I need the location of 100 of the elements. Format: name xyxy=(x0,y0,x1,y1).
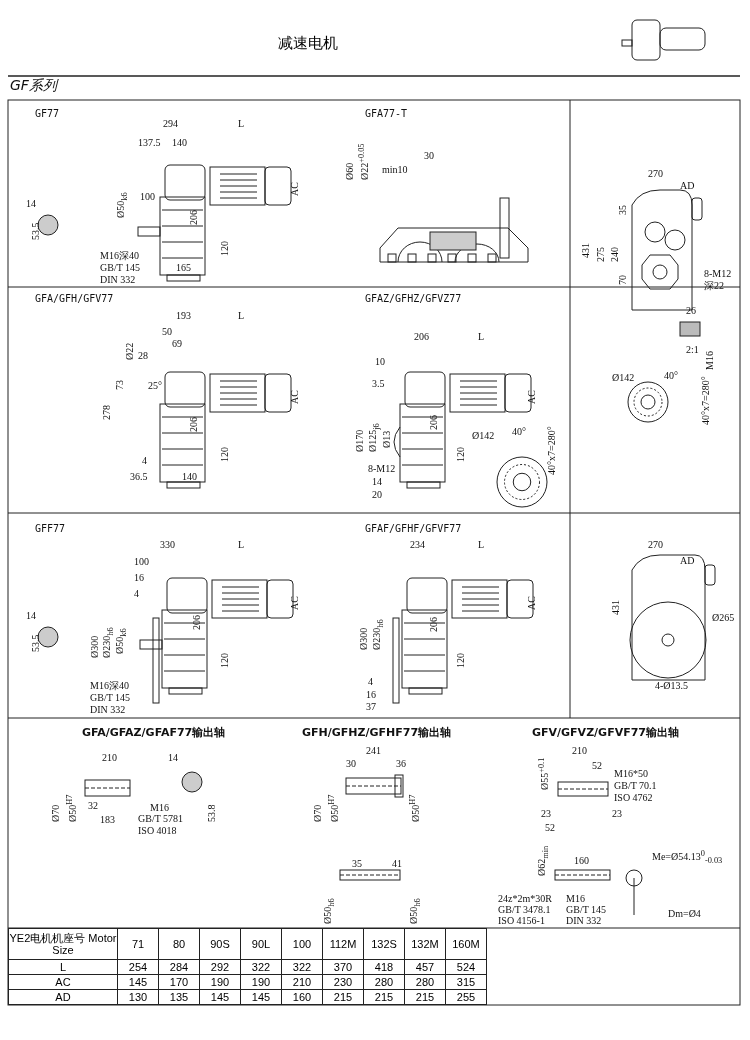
table-cell: 457 xyxy=(404,959,446,975)
view-title: GF77 xyxy=(35,108,60,119)
view-title: GFH/GFHZ/GFHF77输出轴 xyxy=(302,727,452,738)
dimension-label: Ø70 xyxy=(312,804,323,822)
dimension-label: 53.5 xyxy=(30,222,41,240)
view-title: GFA77-T xyxy=(365,108,408,119)
thread-note: GB/T 5781 xyxy=(138,813,184,824)
dimension-label: 183 xyxy=(100,814,115,825)
table-cell: 80 xyxy=(158,928,200,960)
dimension-label: 50 xyxy=(162,326,172,337)
table-cell: 315 xyxy=(445,974,487,990)
table-cell: 132M xyxy=(404,928,446,960)
dimension-label: AD xyxy=(680,180,695,191)
table-cell: 71 xyxy=(117,928,159,960)
dimension-label: 165 xyxy=(176,262,191,273)
table-cell: 322 xyxy=(281,959,323,975)
table-cell: 170 xyxy=(158,974,200,990)
dimension-label: AD xyxy=(680,555,695,566)
dimension-label: M16 xyxy=(704,351,715,370)
row-header-cell: AC xyxy=(8,974,118,990)
table-cell: 145 xyxy=(240,989,282,1005)
dimension-label: Ø300 xyxy=(89,635,100,658)
dimension-label: 73 xyxy=(114,380,125,390)
dimension-label: 37 xyxy=(366,701,376,712)
dimension-label: AC xyxy=(289,390,300,404)
row-header-cell: AD xyxy=(8,989,118,1005)
table-cell: 215 xyxy=(322,989,364,1005)
dimension-label: 210 xyxy=(102,752,117,763)
thread-note: ISO 4018 xyxy=(138,825,177,836)
dimension-label: 120 xyxy=(219,653,230,668)
dimension-label: 23 xyxy=(612,808,622,819)
dimension-label: 26 xyxy=(686,305,696,316)
heading: 减速电机 xyxy=(278,34,338,53)
table-cell: 524 xyxy=(445,959,487,975)
dimension-label: Ø22 xyxy=(124,342,135,360)
table-cell: 160 xyxy=(281,989,323,1005)
view-title: GFV/GFVZ/GFVF77输出轴 xyxy=(532,727,679,738)
table-cell: 190 xyxy=(240,974,282,990)
dimension-label: 25° xyxy=(148,380,162,391)
thread-note: GB/T 145 xyxy=(566,904,607,915)
dimension-label: 206 xyxy=(191,615,202,630)
dimension-label: 120 xyxy=(455,653,466,668)
dimension-label: 210 xyxy=(572,745,587,756)
table-cell: 90L xyxy=(240,928,282,960)
table-cell: 418 xyxy=(363,959,405,975)
dimension-label: 40°x7=280° xyxy=(700,376,711,425)
dimension-label: Ø170 xyxy=(354,429,365,452)
thread-note: GB/T 145 xyxy=(90,692,131,703)
dimension-label: AC xyxy=(526,596,537,610)
dimension-label: 431 xyxy=(580,243,591,258)
dimension-label: 14 xyxy=(26,198,36,209)
dimension-label: 160 xyxy=(574,855,589,866)
thread-note: M16深40 xyxy=(100,250,139,261)
table-cell: 100 xyxy=(281,928,323,960)
thread-note: M16*50 xyxy=(614,768,648,779)
dimension-label: 23 xyxy=(541,808,551,819)
dimension-label: 70 xyxy=(617,275,628,285)
dimension-label: 270 xyxy=(648,168,663,179)
dimension-label: 28 xyxy=(138,350,148,361)
thread-note: M16深40 xyxy=(90,680,129,691)
table-cell: 370 xyxy=(322,959,364,975)
dimension-label: 52 xyxy=(592,760,602,771)
thread-note: 24z*2m*30R xyxy=(498,893,552,904)
dimension-label: 270 xyxy=(648,539,663,550)
row-header-cell: L xyxy=(8,959,118,975)
thread-note: DIN 332 xyxy=(90,704,126,715)
dimension-label: L xyxy=(238,539,245,550)
dimension-label: 140 xyxy=(172,137,187,148)
table-cell: 292 xyxy=(199,959,241,975)
dimension-label: 4 xyxy=(134,588,139,599)
thread-note: DIN 332 xyxy=(566,915,602,926)
dimension-label: Ø70 xyxy=(50,804,61,822)
dimension-label: 32 xyxy=(88,800,98,811)
dimension-label: 206 xyxy=(428,617,439,632)
view-title: GFF77 xyxy=(35,523,66,534)
table-cell: 215 xyxy=(363,989,405,1005)
dimension-label: 278 xyxy=(101,405,112,420)
table-cell: 190 xyxy=(199,974,241,990)
dimension-label: 4-Ø13.5 xyxy=(655,680,689,691)
table-cell: 215 xyxy=(404,989,446,1005)
row-header-cell: YE2电机机座号 Motor Size xyxy=(8,928,118,960)
view-title: GFAF/GFHF/GFVF77 xyxy=(365,523,462,534)
dimension-label: 4 xyxy=(368,676,373,687)
thread-note: GB/T 145 xyxy=(100,262,141,273)
table-cell: 284 xyxy=(158,959,200,975)
dimension-label: Ø142 xyxy=(472,430,495,441)
dimension-label: 206 xyxy=(188,417,199,432)
dimension-label: 30 xyxy=(424,150,434,161)
table-cell: 130 xyxy=(117,989,159,1005)
table-cell: 132S xyxy=(363,928,405,960)
table-cell: 160M xyxy=(445,928,487,960)
dimension-label: 275 xyxy=(595,247,606,262)
dimension-label: Ø142 xyxy=(612,372,635,383)
dimension-label: 100 xyxy=(140,191,155,202)
dimension-label: 2:1 xyxy=(686,344,699,355)
dimension-label: 100 xyxy=(134,556,149,567)
dimension-label: 206 xyxy=(188,210,199,225)
dimension-label: AC xyxy=(289,596,300,610)
series-title: GF系列 xyxy=(10,80,57,91)
dimension-label: 52 xyxy=(545,822,555,833)
